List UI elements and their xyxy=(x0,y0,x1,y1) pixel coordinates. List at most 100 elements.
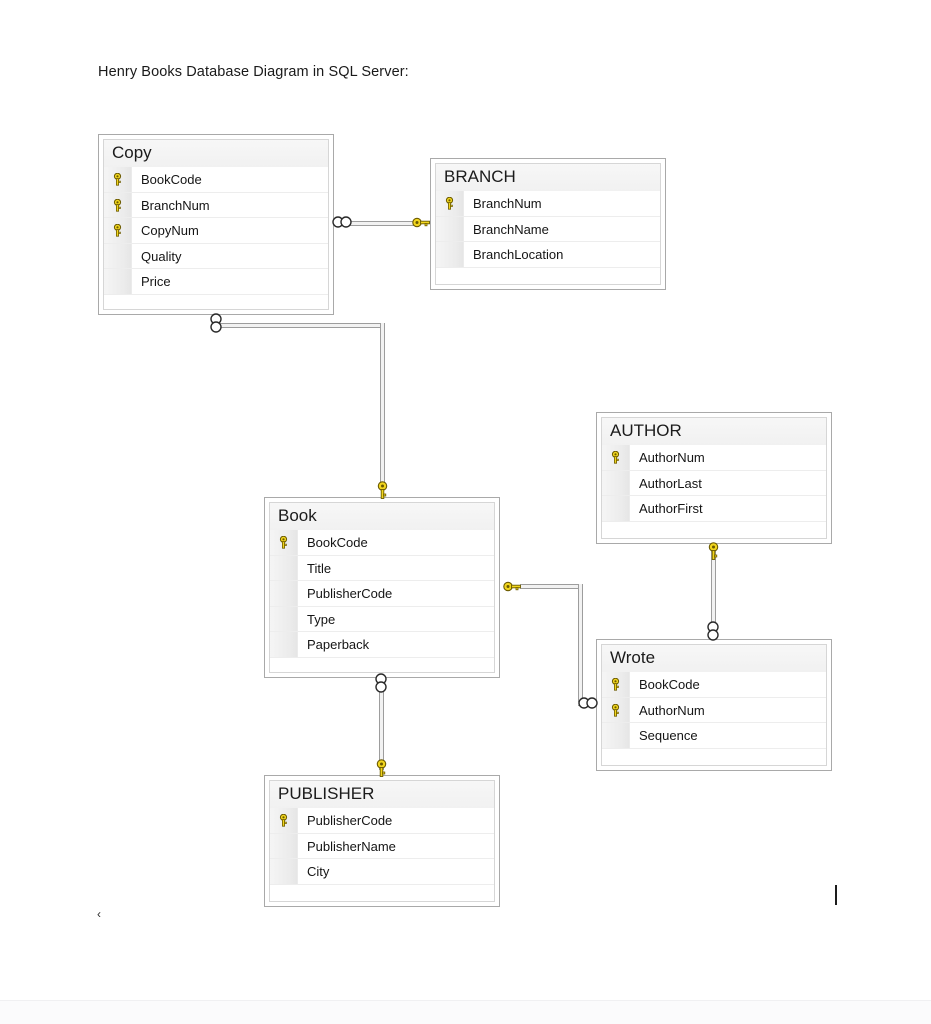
column-name: AuthorNum xyxy=(639,450,705,465)
connector-segment xyxy=(711,546,716,636)
table-publisher[interactable]: PUBLISHER PublisherCode xyxy=(264,775,500,907)
table-row[interactable]: BookCode xyxy=(270,530,494,556)
many-symbol-icon xyxy=(578,696,598,710)
table-copy[interactable]: Copy BookCode xyxy=(98,134,334,315)
table-filler xyxy=(270,657,494,672)
table-filler xyxy=(270,884,494,901)
many-symbol-icon xyxy=(332,215,352,229)
column-name: AuthorNum xyxy=(639,702,705,718)
table-row[interactable]: City xyxy=(270,859,494,885)
document-surface: Henry Books Database Diagram in SQL Serv… xyxy=(97,64,837,921)
primary-key-icon xyxy=(445,197,454,210)
key-icon xyxy=(104,167,132,192)
column-name: Title xyxy=(307,560,332,576)
row-gutter xyxy=(270,555,298,581)
table-copy-title: Copy xyxy=(104,140,328,168)
key-icon xyxy=(602,697,630,723)
primary-key-icon xyxy=(113,198,122,212)
primary-key-icon xyxy=(611,451,620,464)
many-symbol-icon xyxy=(374,673,388,693)
table-branch-frame: BRANCH BranchNum xyxy=(435,163,661,285)
column-name: Type xyxy=(307,611,336,627)
row-gutter xyxy=(436,242,464,267)
table-row[interactable]: BranchLocation xyxy=(436,242,660,268)
column-name: BranchNum xyxy=(473,196,542,211)
table-author-columns: AuthorNum AuthorLast AuthorFirst xyxy=(602,445,826,538)
table-wrote[interactable]: Wrote BookCode xyxy=(596,639,832,771)
row-gutter xyxy=(602,470,630,496)
connector-segment xyxy=(380,323,385,490)
table-row[interactable]: BranchNum xyxy=(104,192,328,219)
column-name: BranchNum xyxy=(141,197,210,213)
table-publisher-title: PUBLISHER xyxy=(270,781,494,809)
table-book-title: Book xyxy=(270,503,494,531)
row-gutter xyxy=(270,859,298,884)
table-row[interactable]: AuthorNum xyxy=(602,697,826,724)
page-title: Henry Books Database Diagram in SQL Serv… xyxy=(98,64,409,80)
key-icon xyxy=(436,191,464,216)
primary-key-icon xyxy=(113,173,122,186)
table-row[interactable]: BranchName xyxy=(436,216,660,243)
table-filler xyxy=(436,267,660,284)
table-row[interactable]: AuthorNum xyxy=(602,445,826,471)
connector-segment xyxy=(578,584,583,703)
column-name: PublisherName xyxy=(307,838,396,854)
row-gutter xyxy=(602,496,630,521)
table-row[interactable]: Paperback xyxy=(270,632,494,658)
table-row[interactable]: PublisherCode xyxy=(270,808,494,834)
column-name: BranchName xyxy=(473,221,549,237)
table-wrote-frame: Wrote BookCode xyxy=(601,644,827,766)
table-row[interactable]: AuthorLast xyxy=(602,470,826,497)
row-gutter xyxy=(270,833,298,859)
table-book[interactable]: Book BookCode xyxy=(264,497,500,678)
table-row[interactable]: Quality xyxy=(104,243,328,270)
primary-key-icon xyxy=(611,678,620,691)
table-row[interactable]: Price xyxy=(104,269,328,295)
table-row[interactable]: BookCode xyxy=(104,167,328,193)
table-row[interactable]: PublisherName xyxy=(270,833,494,860)
connector-segment xyxy=(350,221,418,226)
row-gutter xyxy=(270,581,298,606)
column-name: BookCode xyxy=(307,535,368,550)
row-gutter xyxy=(104,243,132,269)
table-book-columns: BookCode Title PublisherCode Type xyxy=(270,530,494,672)
primary-key-icon xyxy=(279,536,288,549)
row-gutter xyxy=(602,723,630,748)
text-caret xyxy=(835,885,837,905)
table-publisher-frame: PUBLISHER PublisherCode xyxy=(269,780,495,902)
table-row[interactable]: CopyNum xyxy=(104,218,328,244)
row-gutter xyxy=(436,216,464,242)
column-name: Price xyxy=(141,274,171,289)
column-name: BranchLocation xyxy=(473,247,564,262)
chevron-mark: ‹ xyxy=(97,907,101,921)
many-symbol-icon xyxy=(706,621,720,641)
table-filler xyxy=(602,748,826,765)
key-icon xyxy=(602,445,630,470)
table-row[interactable]: BranchNum xyxy=(436,191,660,217)
table-row[interactable]: Sequence xyxy=(602,723,826,749)
many-symbol-icon xyxy=(209,313,223,333)
primary-key-icon xyxy=(279,814,288,827)
table-row[interactable]: AuthorFirst xyxy=(602,496,826,522)
one-key-symbol-icon xyxy=(375,759,388,779)
primary-key-icon xyxy=(611,703,620,717)
column-name: Sequence xyxy=(639,728,698,743)
table-row[interactable]: Title xyxy=(270,555,494,582)
key-icon xyxy=(104,192,132,218)
table-row[interactable]: BookCode xyxy=(602,672,826,698)
table-branch[interactable]: BRANCH BranchNum xyxy=(430,158,666,290)
one-key-symbol-icon xyxy=(376,481,389,501)
column-name: AuthorFirst xyxy=(639,501,703,516)
page-bottom-edge xyxy=(0,1000,931,1024)
one-key-symbol-icon xyxy=(503,580,523,593)
one-key-symbol-icon xyxy=(412,216,432,229)
table-author[interactable]: AUTHOR AuthorNum xyxy=(596,412,832,544)
row-gutter xyxy=(270,606,298,632)
table-row[interactable]: PublisherCode xyxy=(270,581,494,607)
table-author-frame: AUTHOR AuthorNum xyxy=(601,417,827,539)
table-row[interactable]: Type xyxy=(270,606,494,633)
column-name: PublisherCode xyxy=(307,586,393,601)
column-name: CopyNum xyxy=(141,223,199,238)
column-name: BookCode xyxy=(639,677,700,692)
